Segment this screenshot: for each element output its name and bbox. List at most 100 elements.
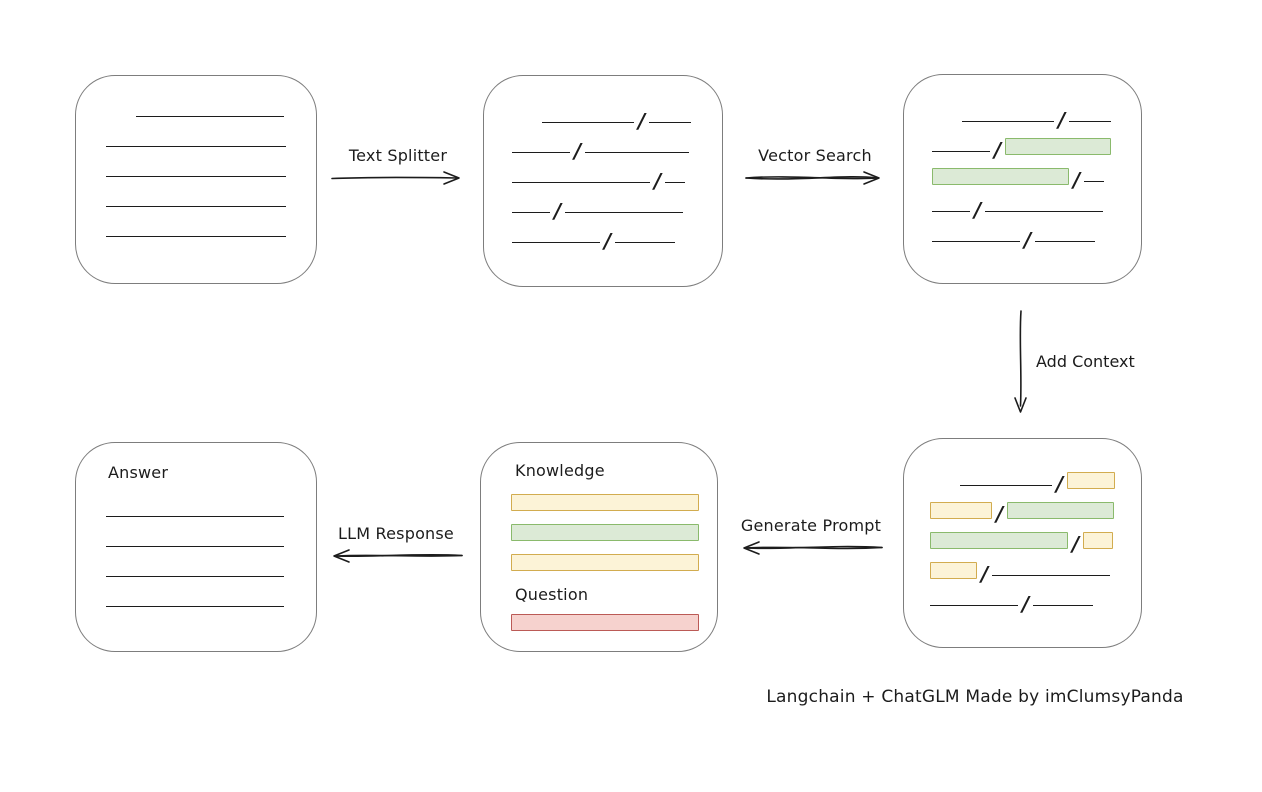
text-line: [962, 121, 1054, 122]
text-line-row: /: [512, 158, 722, 193]
vector-search-arrow: Vector Search: [744, 146, 886, 187]
left-arrow-icon: [333, 549, 463, 563]
slash-separator: /: [1056, 472, 1064, 496]
text-line-row: [106, 152, 316, 182]
text-line: [585, 152, 690, 153]
text-splitter-label: Text Splitter: [348, 146, 448, 165]
text-line: [106, 546, 284, 547]
prompt-box: Knowledge Question: [480, 442, 718, 652]
context-chunks-box: /////: [903, 438, 1142, 648]
yellow-bar: [511, 494, 699, 511]
slash-separator: /: [1022, 592, 1030, 616]
slash-separator: /: [994, 138, 1002, 162]
text-line: [1033, 605, 1094, 606]
text-line: [512, 152, 570, 153]
yellow-chunk-highlight: [1067, 472, 1116, 489]
yellow-bar: [511, 554, 699, 571]
text-line: [106, 576, 284, 577]
answer-box: Answer: [75, 442, 317, 652]
llm-response-label: LLM Response: [338, 524, 454, 543]
slash-separator: /: [981, 562, 989, 586]
vector-matches-box: /////: [903, 74, 1142, 284]
question-bars: [511, 614, 717, 631]
red-bar: [511, 614, 699, 631]
slash-separator: /: [654, 169, 662, 193]
slash-separator: /: [604, 229, 612, 253]
text-line-row: [106, 522, 316, 552]
diagram-caption: Langchain + ChatGLM Made by imClumsyPand…: [766, 687, 1184, 707]
vector-match-lines: /////: [932, 97, 1141, 252]
text-line: [992, 575, 1111, 576]
indent-space: [106, 121, 136, 122]
left-arrow-icon: [743, 541, 883, 555]
text-line: [932, 211, 970, 212]
text-line: [106, 146, 286, 147]
text-line: [615, 242, 676, 243]
green-chunk-highlight: [932, 168, 1069, 185]
source-document-box: [75, 75, 317, 284]
yellow-chunk-highlight: [930, 502, 992, 519]
text-line: [1069, 121, 1112, 122]
text-line: [565, 212, 684, 213]
slash-separator: /: [638, 109, 646, 133]
text-line-row: /: [932, 157, 1141, 192]
indent-space: [512, 127, 542, 128]
green-chunk-highlight: [1005, 138, 1112, 155]
slash-separator: /: [574, 139, 582, 163]
add-context-label: Add Context: [1036, 352, 1135, 371]
text-line: [106, 606, 284, 607]
text-line: [512, 242, 600, 243]
text-line-row: /: [930, 581, 1141, 616]
knowledge-bars: [511, 494, 717, 571]
green-bar: [511, 524, 699, 541]
text-line-row: /: [930, 461, 1141, 496]
text-line: [542, 122, 634, 123]
text-line: [960, 485, 1052, 486]
text-line: [1084, 181, 1105, 182]
text-line-row: [106, 492, 316, 522]
slash-separator: /: [1073, 168, 1081, 192]
text-line: [985, 211, 1104, 212]
text-line: [665, 182, 686, 183]
text-line-row: /: [512, 98, 722, 133]
text-line: [106, 516, 284, 517]
answer-label: Answer: [108, 463, 169, 482]
llm-response-arrow: LLM Response: [326, 524, 466, 565]
text-line-row: [106, 212, 316, 242]
text-line-row: /: [932, 97, 1141, 130]
text-splitter-arrow: Text Splitter: [330, 146, 466, 187]
text-line: [649, 122, 692, 123]
text-line: [106, 236, 286, 237]
text-line-row: /: [930, 521, 1141, 556]
answer-lines: [106, 492, 316, 612]
slash-separator: /: [1024, 228, 1032, 252]
text-line: [932, 241, 1020, 242]
yellow-chunk-highlight: [930, 562, 977, 579]
generate-prompt-label: Generate Prompt: [740, 516, 882, 535]
split-chunks-box: /////: [483, 75, 723, 287]
right-arrow-icon: [331, 171, 460, 185]
down-arrow-icon: [1014, 310, 1027, 413]
text-line-row: [106, 552, 316, 582]
text-line: [136, 116, 284, 117]
text-line-row: /: [512, 128, 722, 163]
text-line-row: /: [932, 217, 1141, 252]
text-line-row: /: [930, 491, 1141, 524]
knowledge-label: Knowledge: [515, 461, 605, 480]
text-line: [106, 176, 286, 177]
green-chunk-highlight: [1007, 502, 1115, 519]
generate-prompt-arrow: Generate Prompt: [736, 516, 886, 557]
chunk-lines: /////: [512, 98, 722, 253]
text-line-row: [106, 182, 316, 212]
slash-separator: /: [1072, 532, 1080, 556]
text-line-row: /: [512, 218, 722, 253]
text-line: [512, 182, 650, 183]
text-line: [106, 206, 286, 207]
green-chunk-highlight: [930, 532, 1068, 549]
text-line: [930, 605, 1018, 606]
vector-search-label: Vector Search: [758, 146, 872, 165]
right-arrow-icon: [745, 171, 880, 185]
text-line: [932, 151, 990, 152]
text-line: [512, 212, 550, 213]
text-line-row: [106, 122, 316, 152]
